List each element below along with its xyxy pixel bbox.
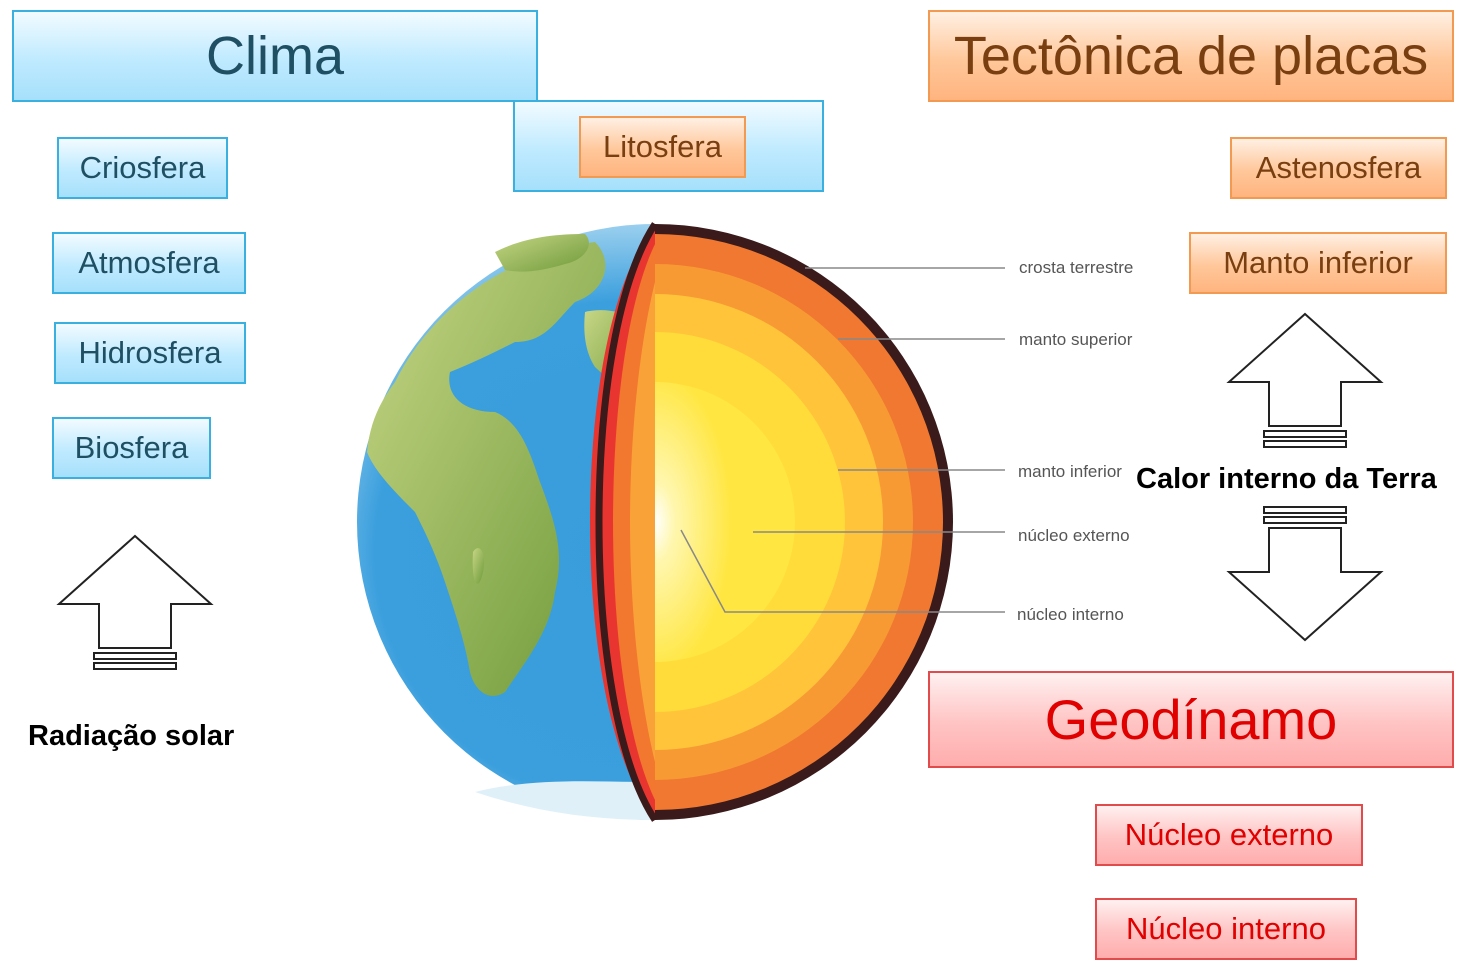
astenosfera-box: Astenosfera bbox=[1230, 137, 1447, 199]
nucleo-externo-box: Núcleo externo bbox=[1095, 804, 1363, 866]
radiacao-solar-label: Radiação solar bbox=[28, 720, 235, 752]
geodinamo-title: Geodínamo bbox=[1044, 688, 1338, 751]
nucleo-interno-label: Núcleo interno bbox=[1126, 911, 1326, 946]
arrow-up-heat-icon bbox=[1226, 312, 1384, 448]
earth-label-manto-inferior: manto inferior bbox=[1018, 462, 1122, 481]
astenosfera-label: Astenosfera bbox=[1255, 150, 1422, 185]
criosfera-box: Criosfera bbox=[57, 137, 228, 199]
clima-title: Clima bbox=[205, 26, 344, 86]
hidrosfera-label: Hidrosfera bbox=[78, 335, 222, 370]
calor-interno-label: Calor interno da Terra bbox=[1136, 463, 1437, 495]
arrow-down-heat-icon bbox=[1226, 506, 1384, 642]
nucleo-interno-box: Núcleo interno bbox=[1095, 898, 1357, 960]
tectonica-title-box: Tectônica de placas bbox=[928, 10, 1454, 102]
nucleo-externo-label: Núcleo externo bbox=[1124, 817, 1334, 852]
clima-title-box: Clima bbox=[12, 10, 538, 102]
geodinamo-title-box: Geodínamo bbox=[928, 671, 1454, 768]
manto-inferior-box: Manto inferior bbox=[1189, 232, 1447, 294]
litosfera-label: Litosfera bbox=[603, 129, 722, 164]
criosfera-label: Criosfera bbox=[79, 150, 206, 185]
manto-inferior-label: Manto inferior bbox=[1223, 245, 1413, 280]
earth-label-manto-superior: manto superior bbox=[1019, 330, 1133, 349]
earth-label-nucleo-interno: núcleo interno bbox=[1017, 605, 1124, 624]
earth-cross-section-image bbox=[357, 222, 1005, 822]
biosfera-label: Biosfera bbox=[74, 430, 189, 465]
earth-label-crosta: crosta terrestre bbox=[1019, 258, 1134, 277]
tectonica-title: Tectônica de placas bbox=[953, 26, 1429, 86]
earth-label-nucleo-externo: núcleo externo bbox=[1018, 526, 1130, 545]
biosfera-box: Biosfera bbox=[52, 417, 211, 479]
atmosfera-label: Atmosfera bbox=[78, 245, 220, 280]
hidrosfera-box: Hidrosfera bbox=[54, 322, 246, 384]
atmosfera-box: Atmosfera bbox=[52, 232, 246, 294]
litosfera-box: Litosfera bbox=[579, 116, 746, 178]
arrow-up-solar-icon bbox=[56, 534, 214, 670]
